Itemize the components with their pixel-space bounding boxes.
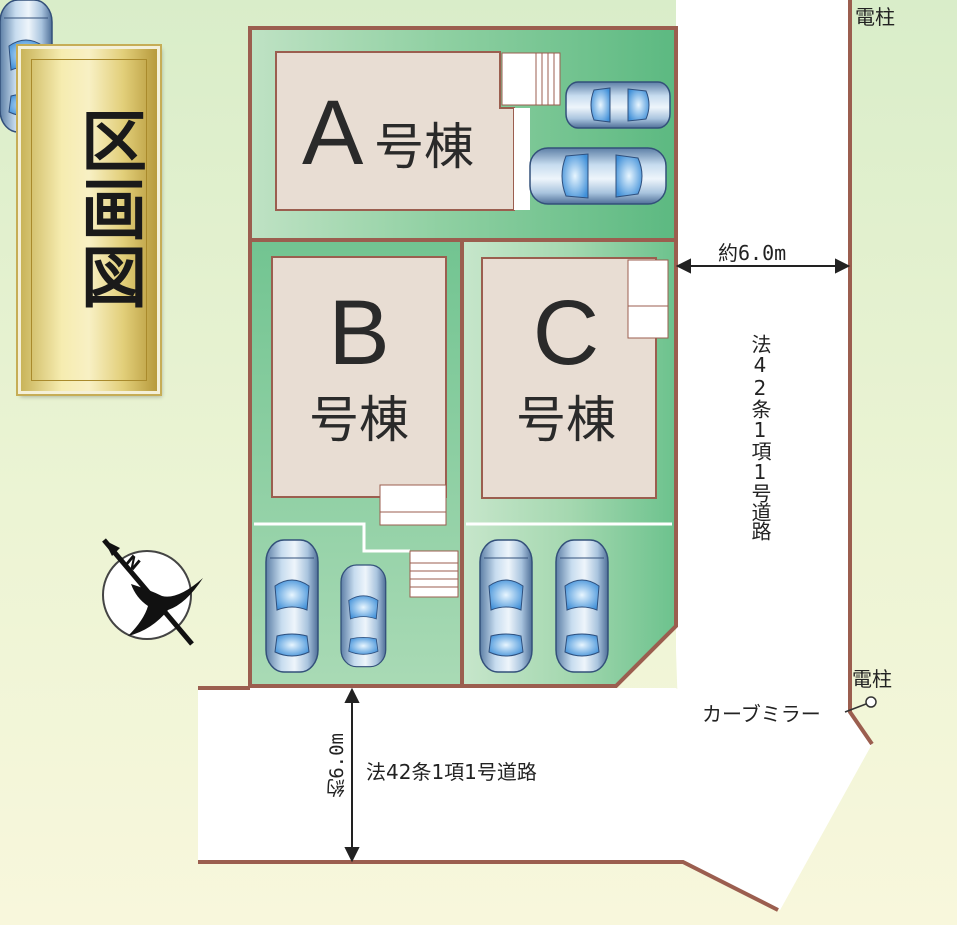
car-a2-icon (529, 147, 667, 205)
building-a-name: 号棟 (374, 118, 474, 176)
building-a-stairs (501, 52, 561, 106)
dimension-south (344, 687, 360, 863)
curve-mirror-marker (865, 696, 877, 708)
car-b1-icon (265, 539, 319, 673)
south-road-width-label: 約6.0m (326, 733, 348, 798)
utility-pole-bottom-label: 電柱 (852, 667, 892, 691)
east-road-width-label: 約6.0m (718, 241, 787, 265)
road-south (198, 688, 872, 910)
building-b-name: 号棟 (309, 391, 409, 449)
car-c2-icon (555, 539, 609, 673)
building-c-name: 号棟 (516, 391, 616, 449)
curve-mirror-leader (844, 703, 867, 713)
utility-pole-top-label: 電柱 (855, 5, 895, 29)
building-c-letter: C (533, 282, 599, 384)
south-road-type-label: 法42条1項1号道路 (366, 760, 537, 784)
dimension-east (675, 258, 851, 274)
building-c (481, 257, 657, 499)
car-a1-icon (565, 81, 671, 129)
building-b-letter: B (328, 282, 389, 384)
title-plate: 区画図 (18, 46, 160, 394)
car-c1-icon (479, 539, 533, 673)
car-b2-icon (340, 564, 387, 668)
fence-b (254, 522, 410, 553)
page-title: 区画図 (70, 107, 148, 311)
building-b-stairs (409, 550, 459, 598)
road-south-edge (198, 860, 779, 912)
building-a-porch (514, 108, 530, 210)
building-b (271, 256, 447, 498)
building-c-porch (627, 259, 669, 339)
road-east (676, 0, 872, 910)
building-b-porch (379, 484, 447, 526)
building-a-letter: A (302, 82, 364, 184)
curve-mirror-label: カーブミラー (702, 702, 821, 726)
title-plate-border (31, 59, 147, 381)
site-boundary (248, 26, 678, 688)
east-road-type-label: 法42条1項1号道路 (748, 334, 772, 540)
road-east-edge (848, 0, 874, 746)
compass-icon (102, 538, 203, 646)
